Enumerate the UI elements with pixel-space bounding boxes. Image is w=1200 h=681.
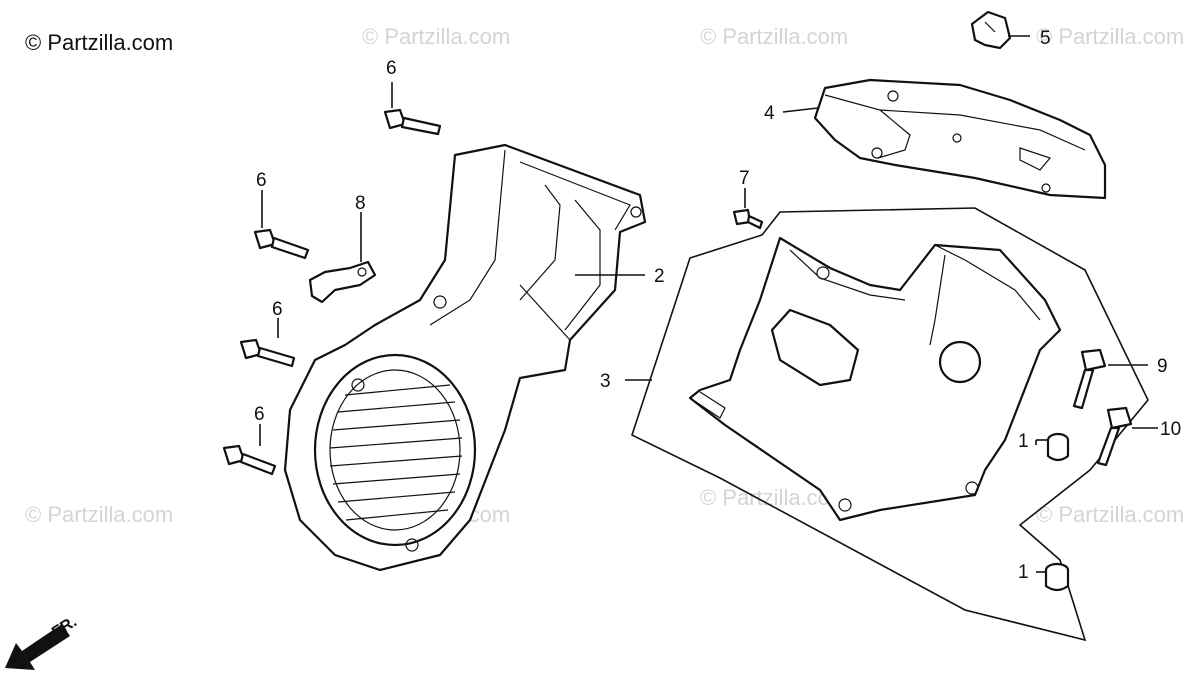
part-6-bolt-a bbox=[383, 82, 442, 136]
callout-1-upper: 1 bbox=[1018, 431, 1029, 452]
copyright-text: © Partzilla.com bbox=[25, 30, 173, 55]
callout-6-lower-left: 6 bbox=[254, 404, 265, 425]
front-direction-arrow: FR. bbox=[5, 613, 80, 670]
callout-6-mid-left: 6 bbox=[272, 299, 283, 320]
callout-5: 5 bbox=[1040, 28, 1051, 49]
callout-2: 2 bbox=[654, 266, 665, 287]
part-6-bolt-d bbox=[222, 424, 277, 476]
watermark-bottom-far-right: © Partzilla.com bbox=[1036, 502, 1184, 527]
arrow-icon bbox=[5, 624, 70, 670]
assembly-outline-3 bbox=[631, 207, 1149, 642]
watermark-top-far-right: © Partzilla.com bbox=[1036, 24, 1184, 49]
callout-labels: 1 1 2 3 4 5 6 6 6 6 7 8 9 10 bbox=[254, 28, 1181, 583]
watermark-top-right: © Partzilla.com bbox=[700, 24, 848, 49]
callout-8: 8 bbox=[355, 193, 366, 214]
part-4-top-shroud bbox=[813, 78, 1107, 200]
part-10-bolt bbox=[1096, 406, 1158, 467]
part-9-bolt bbox=[1072, 348, 1148, 410]
callout-9: 9 bbox=[1157, 356, 1168, 377]
part-7-screw bbox=[732, 188, 764, 230]
part-3-inner-cover bbox=[688, 236, 1062, 522]
part-6-bolt-b bbox=[253, 190, 310, 260]
leader-lines bbox=[575, 107, 1037, 445]
part-1-collar-b bbox=[1036, 562, 1070, 592]
part-8-clamp bbox=[308, 212, 377, 304]
watermark-bottom-left: © Partzilla.com bbox=[25, 502, 173, 527]
callout-6-upper-left: 6 bbox=[256, 170, 267, 191]
callout-3: 3 bbox=[600, 371, 611, 392]
callout-7: 7 bbox=[739, 168, 750, 189]
callout-1-lower: 1 bbox=[1018, 562, 1029, 583]
part-1-collar-a bbox=[1036, 432, 1070, 462]
callout-10: 10 bbox=[1160, 419, 1181, 440]
callout-4: 4 bbox=[764, 103, 775, 124]
part-6-bolt-c bbox=[239, 318, 296, 368]
callout-6-top: 6 bbox=[386, 58, 397, 79]
watermark-top-mid: © Partzilla.com bbox=[362, 24, 510, 49]
part-5-clip bbox=[970, 10, 1030, 50]
part-2-fan-cover bbox=[283, 143, 647, 572]
